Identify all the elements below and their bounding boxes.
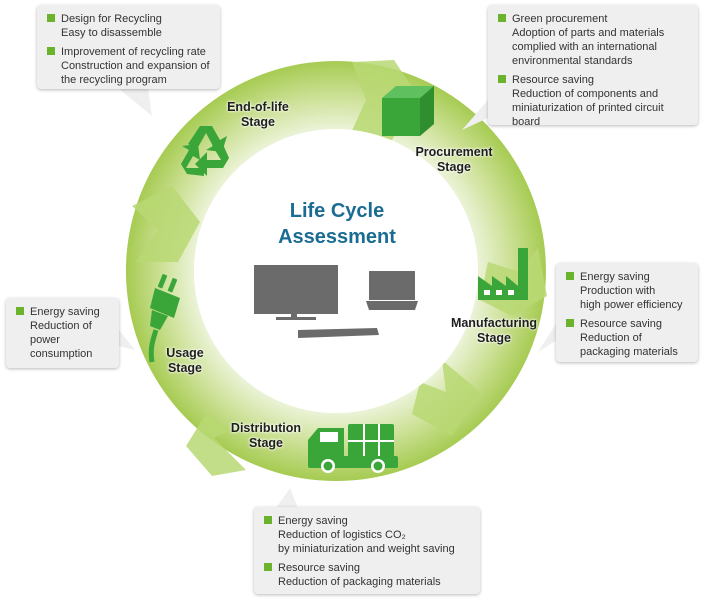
stage-label-distribution: Distribution Stage (230, 421, 302, 450)
laptop-icon (366, 271, 418, 310)
bullet-icon (566, 272, 574, 280)
callout-tail-distribution (276, 488, 298, 508)
callout-procurement: Green procurement Adoption of parts and … (488, 5, 698, 128)
callout-usage: Energy saving Reduction of power consump… (6, 298, 119, 368)
bullet-icon (566, 319, 574, 327)
truck-icon (308, 424, 398, 473)
monitor-icon (254, 265, 338, 320)
factory-icon (478, 248, 528, 300)
bullet-icon (47, 47, 55, 55)
cube-icon (382, 86, 434, 136)
callout-distribution: Energy saving Reduction of logistics CO₂… (254, 507, 480, 594)
stage-label-procurement: Procurement Stage (415, 145, 493, 174)
stage-label-end-of-life: End-of-life Stage (227, 100, 289, 129)
bullet-icon (498, 14, 506, 22)
bullet-icon (498, 75, 506, 83)
callout-end-of-life: Design for Recycling Easy to disassemble… (37, 5, 220, 89)
callout-item: Energy saving Production with high power… (565, 270, 689, 312)
bullet-icon (16, 307, 24, 315)
bullet-icon (264, 516, 272, 524)
callout-tail-usage (119, 330, 135, 350)
callout-tail-end-of-life (118, 88, 152, 116)
bullet-icon (47, 14, 55, 22)
plug-icon (148, 274, 180, 363)
callout-tail-procurement (462, 100, 488, 130)
center-title: Life Cycle Assessment (278, 200, 396, 248)
callout-item: Design for Recycling Easy to disassemble (46, 12, 211, 40)
bullet-icon (264, 563, 272, 571)
callout-item: Improvement of recycling rate Constructi… (46, 45, 211, 87)
callout-manufacturing: Energy saving Production with high power… (556, 263, 698, 362)
ring-arrow-4 (186, 414, 246, 476)
callout-item: Resource saving Reduction of packaging m… (565, 317, 689, 359)
callout-item: Energy saving Reduction of power consump… (15, 305, 110, 361)
recycle-icon (181, 126, 229, 176)
stage-label-manufacturing: Manufacturing Stage (450, 316, 538, 345)
soundbar-icon (298, 328, 379, 338)
ring-band (125, 61, 546, 481)
callout-item: Resource saving Reduction of components … (497, 73, 689, 129)
ring-arrow-3 (412, 360, 480, 436)
callout-item: Resource saving Reduction of packaging m… (263, 561, 471, 589)
ring-arrow-5 (132, 186, 200, 262)
callout-item: Energy saving Reduction of logistics CO₂… (263, 514, 471, 556)
callout-item: Green procurement Adoption of parts and … (497, 12, 689, 68)
callout-tail-manufacturing (538, 322, 557, 352)
stage-label-usage: Usage Stage (166, 346, 204, 375)
